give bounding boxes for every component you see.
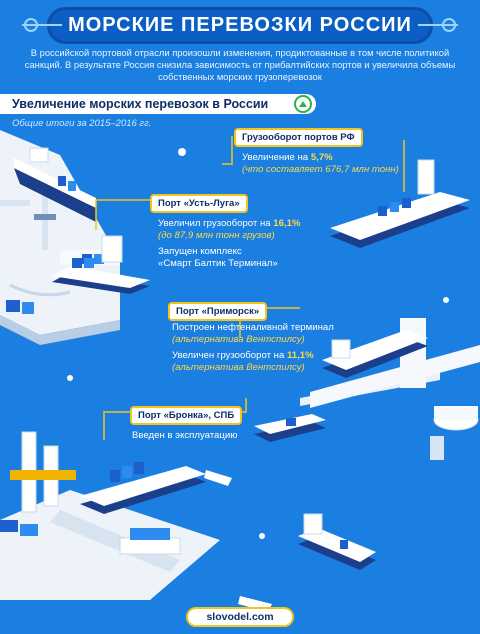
bronka-pier bbox=[0, 431, 220, 600]
badge-rf-ports: Грузооборот портов РФ bbox=[234, 128, 363, 147]
ship-center-small bbox=[254, 414, 326, 442]
note-rf-line1-prefix: Увеличение на bbox=[242, 152, 311, 163]
note-primorsk-line4: (альтернатива Вентспилсу) bbox=[172, 362, 305, 373]
knot-icon bbox=[442, 18, 456, 32]
note-primorsk-1: Построен нефтеналивной терминал (альтерн… bbox=[172, 322, 334, 346]
ship-ust-luga-center bbox=[52, 235, 150, 294]
note-primorsk-line3-prefix: Увеличен грузооборот на bbox=[172, 350, 287, 361]
arrow-up-icon bbox=[299, 101, 307, 107]
title-bar: МОРСКИЕ ПЕРЕВОЗКИ РОССИИ bbox=[22, 6, 458, 44]
title-rope-right bbox=[418, 24, 458, 26]
note-ust-luga-line2: (до 87,9 млн тонн грузов) bbox=[158, 230, 275, 241]
primorsk-pier bbox=[300, 318, 480, 460]
collapse-button[interactable] bbox=[294, 95, 312, 113]
note-primorsk-2: Увеличен грузооборот на 11,1% (альтернат… bbox=[172, 350, 314, 374]
note-ust-luga-value: 16,1% bbox=[273, 218, 301, 229]
section-title: Увеличение морских перевозок в России bbox=[12, 97, 269, 111]
page-title: МОРСКИЕ ПЕРЕВОЗКИ РОССИИ bbox=[47, 6, 433, 44]
note-primorsk-line2: (альтернатива Вентспилсу) bbox=[172, 334, 305, 345]
intro-text: В российской портовой отрасли произошли … bbox=[24, 47, 456, 82]
title-rope-left bbox=[22, 24, 62, 26]
site-link[interactable]: slovodel.com bbox=[186, 607, 294, 627]
ship-bottom-right bbox=[298, 513, 376, 570]
tanker-rf bbox=[330, 159, 470, 248]
badge-primorsk: Порт «Приморск» bbox=[168, 302, 268, 321]
note-bronka: Введен в эксплуатацию bbox=[132, 430, 238, 441]
badge-bronka: Порт «Бронка», СПБ bbox=[130, 406, 243, 425]
tanker-primorsk bbox=[322, 330, 428, 378]
note-ust-luga-line1-prefix: Увеличил грузооборот на bbox=[158, 218, 274, 229]
container-ship-bottom bbox=[80, 462, 206, 514]
badge-ust-luga: Порт «Усть-Луга» bbox=[150, 194, 248, 213]
note-ust-luga-line4: «Смарт Балтик Терминал» bbox=[158, 258, 278, 269]
note-rf-value: 5,7% bbox=[310, 152, 333, 163]
note-rf-line2: (что составляет 676,7 млн тонн) bbox=[242, 164, 399, 175]
note-ust-luga-2: Запущен комплекс «Смарт Балтик Терминал» bbox=[158, 246, 278, 270]
note-primorsk-line1: Построен нефтеналивной терминал bbox=[172, 322, 334, 333]
note-ust-luga-line3: Запущен комплекс bbox=[158, 246, 242, 257]
note-primorsk-value: 11,1% bbox=[286, 350, 314, 361]
note-ust-luga-1: Увеличил грузооборот на 16,1% (до 87,9 м… bbox=[158, 218, 300, 242]
section-subtitle: Общие итоги за 2015–2016 гг. bbox=[12, 118, 152, 129]
note-rf-ports: Увеличение на 5,7% (что составляет 676,7… bbox=[242, 152, 399, 176]
section-header-bar bbox=[0, 94, 316, 114]
ship-ust-luga-north bbox=[14, 147, 96, 222]
knot-icon bbox=[24, 18, 38, 32]
